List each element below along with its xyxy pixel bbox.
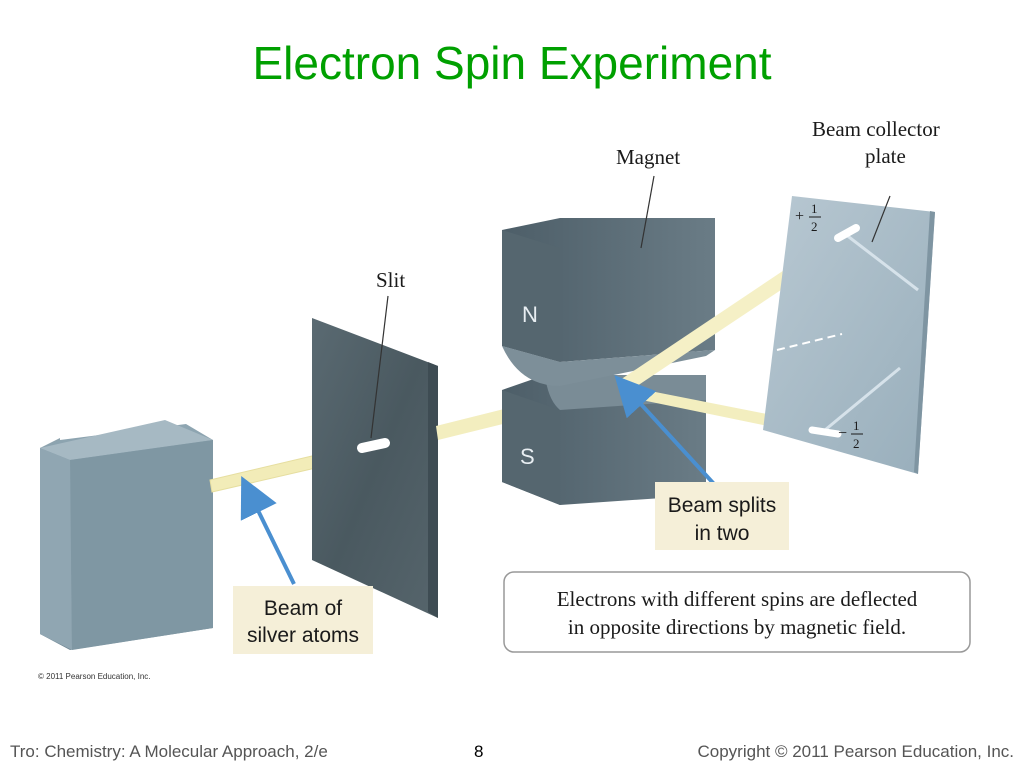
caption-line-2: in opposite directions by magnetic field… — [568, 615, 906, 639]
slide-title: Electron Spin Experiment — [252, 37, 772, 89]
slit-label: Slit — [376, 268, 405, 292]
beam-silver-arrow — [240, 476, 296, 585]
beam-splits-label-2: in two — [695, 522, 750, 545]
magnet-leader-line — [640, 175, 655, 249]
south-pole-label: S — [520, 444, 535, 469]
slit-glow — [357, 438, 390, 453]
plus-half-label: + 1 2 — [795, 201, 821, 234]
magnet-label: Magnet — [616, 145, 680, 169]
north-pole-label: N — [522, 302, 538, 327]
caption-line-1: Electrons with different spins are defle… — [557, 587, 918, 611]
beam-splits-label-1: Beam splits — [668, 494, 777, 517]
svg-text:2: 2 — [811, 219, 818, 234]
beam-splits-arrow — [614, 375, 716, 486]
lower-impact-glow — [808, 426, 842, 438]
beam-splits-box — [655, 482, 789, 550]
upper-impact-glow — [834, 224, 860, 242]
footer-course: Tro: Chemistry: A Molecular Approach, 2/… — [10, 742, 328, 761]
svg-text:1: 1 — [811, 201, 818, 216]
slit-plate — [312, 318, 438, 618]
beam-silver-label-2: silver atoms — [247, 624, 359, 647]
beam-collector-label-2: plate — [865, 144, 906, 168]
slit-leader-line — [370, 295, 389, 439]
caption-box — [503, 571, 971, 653]
page-number: 8 — [474, 742, 484, 761]
beam-silver-box — [233, 586, 373, 654]
beam-collector-label-1: Beam collector — [812, 117, 940, 141]
image-copyright: © 2011 Pearson Education, Inc. — [38, 672, 151, 681]
svg-text:2: 2 — [853, 436, 860, 451]
svg-text:1: 1 — [853, 418, 860, 433]
minus-half-label: − 1 2 — [838, 418, 863, 451]
magnet-north-pole — [502, 218, 715, 386]
beam-silver-label-1: Beam of — [264, 597, 342, 620]
svg-text:−: − — [838, 425, 847, 442]
collector-leader-line — [871, 195, 891, 243]
collector-plate — [763, 196, 935, 474]
source-cube — [40, 420, 213, 650]
svg-text:+: + — [795, 208, 804, 225]
footer-copyright: Copyright © 2011 Pearson Education, Inc. — [697, 742, 1014, 761]
